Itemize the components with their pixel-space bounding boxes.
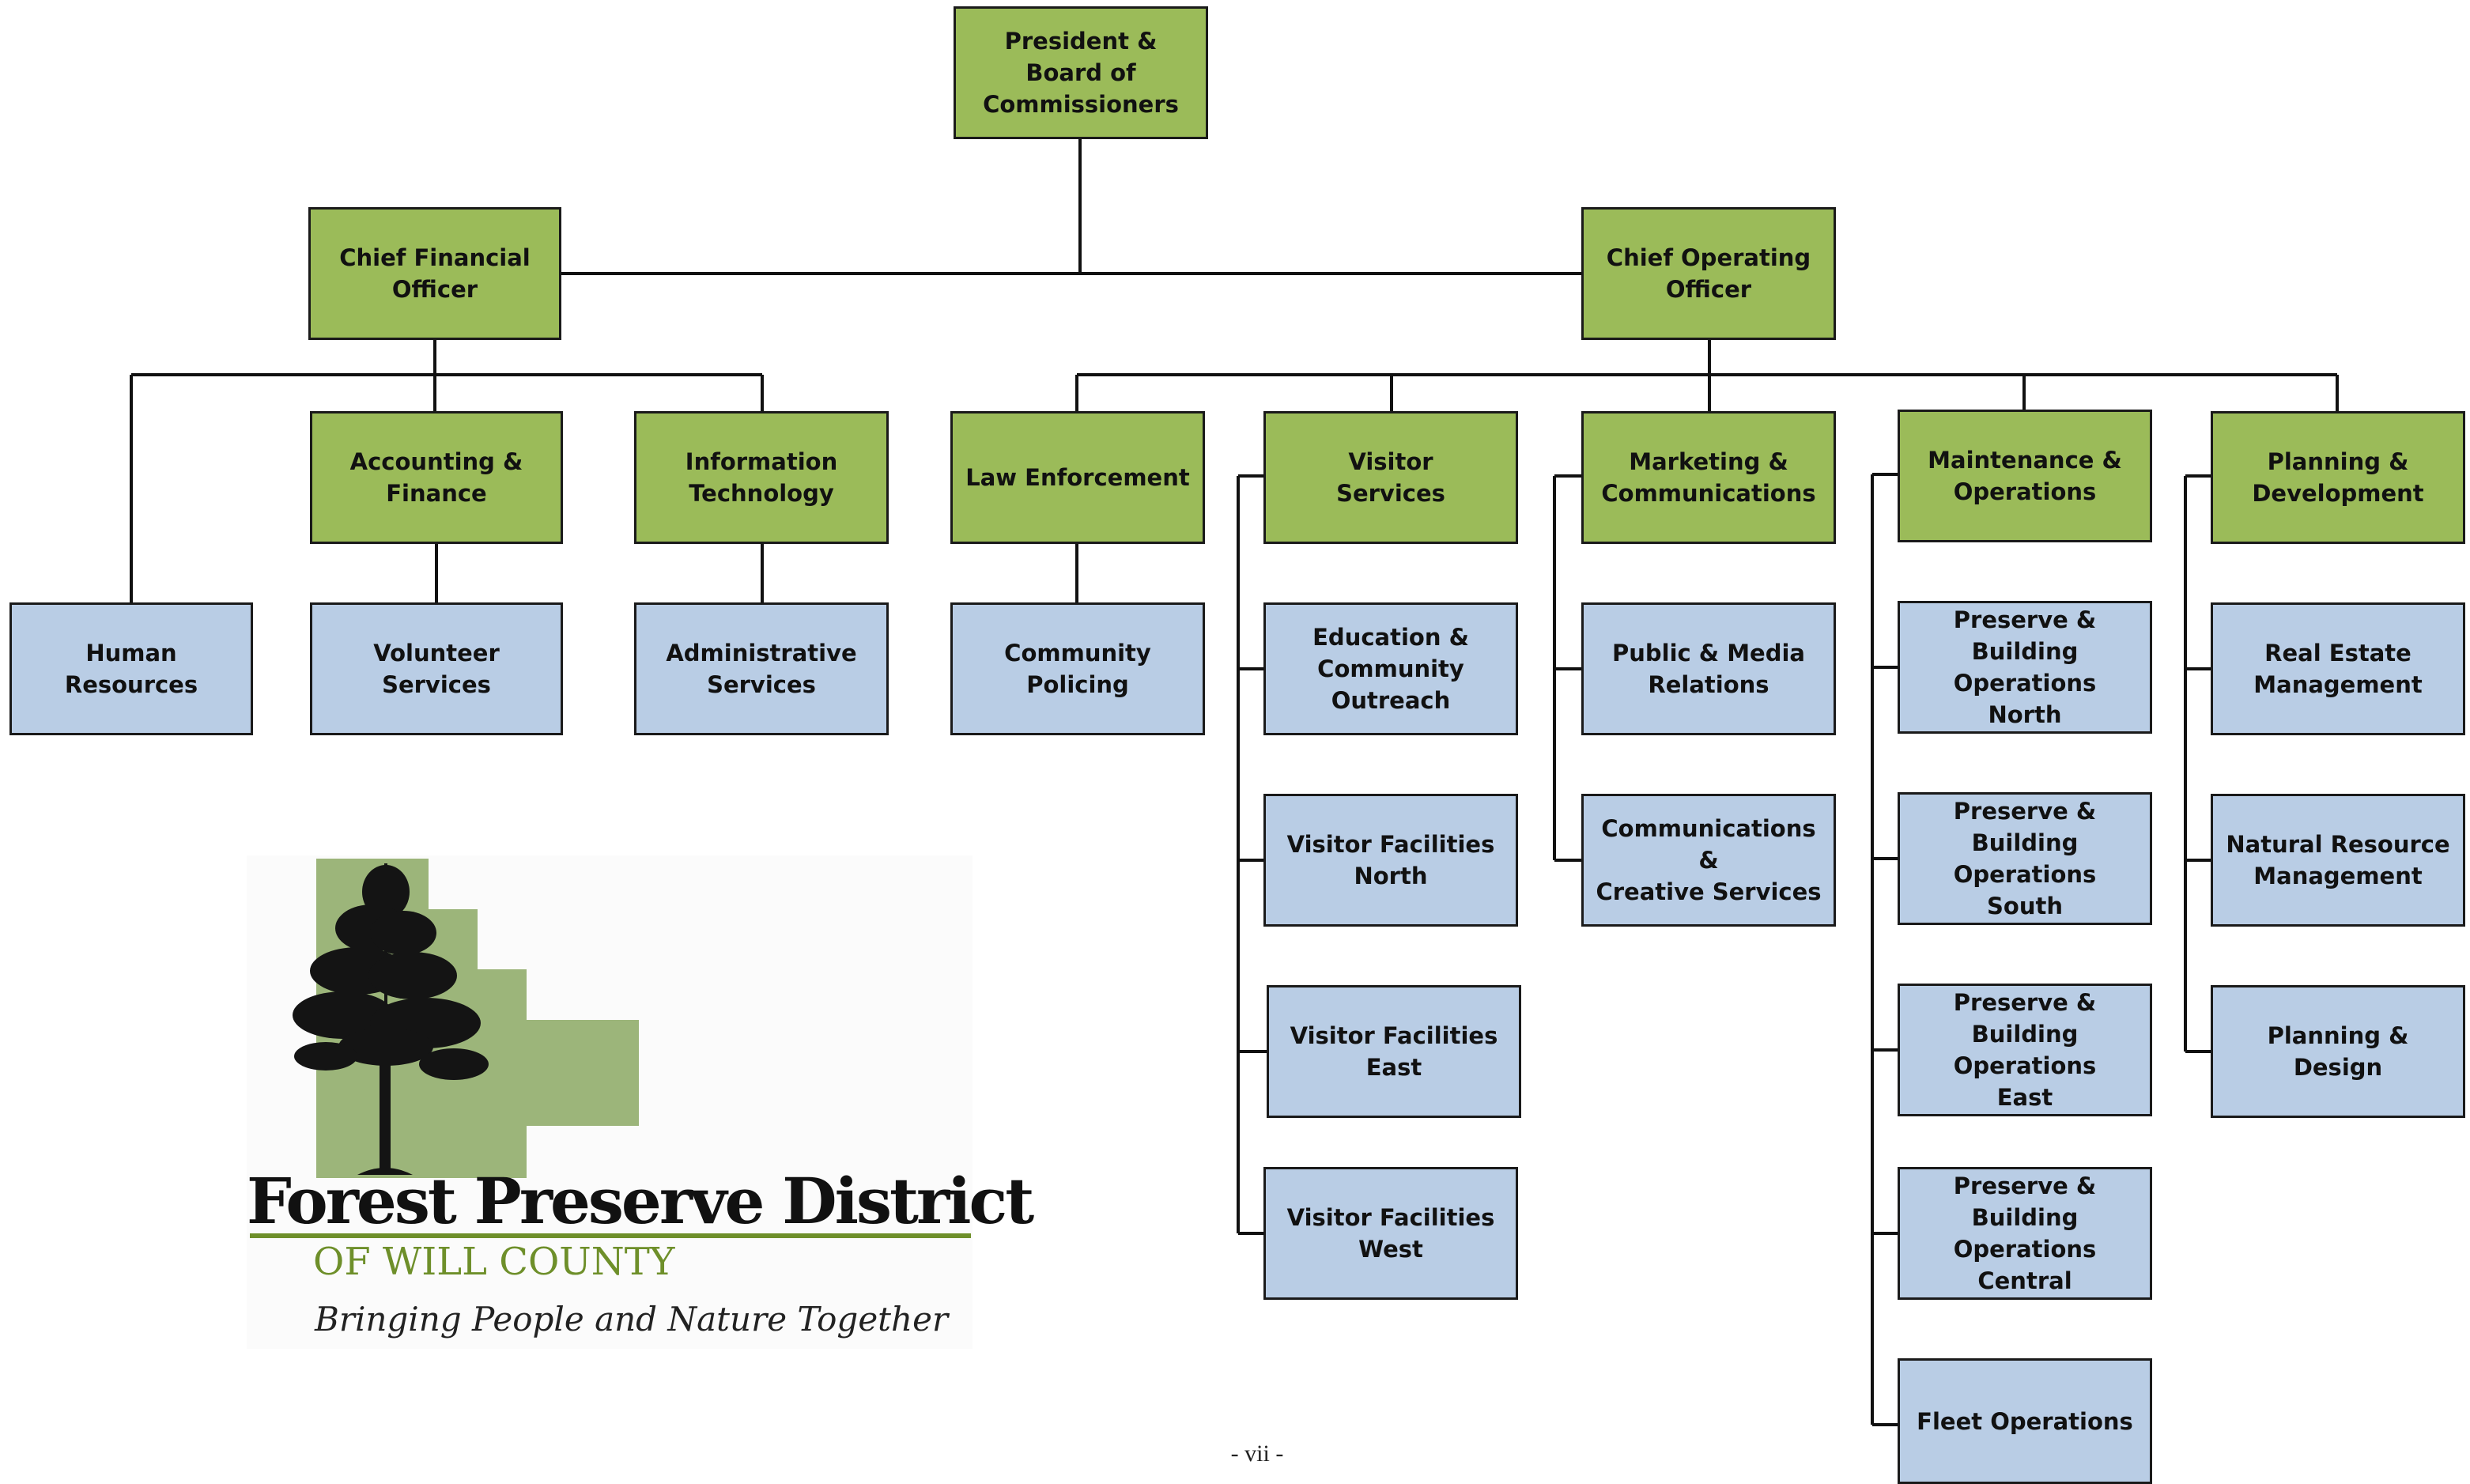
- box-preserve-building-operations-north: Preserve & Building Operations North: [1898, 601, 2152, 734]
- box-education-community-outreach: Education & Community Outreach: [1263, 602, 1518, 735]
- box-community-policing: Community Policing: [950, 602, 1205, 735]
- box-communications-creative-services: Communications & Creative Services: [1581, 794, 1836, 927]
- logo-county-name: OF WILL COUNTY: [313, 1240, 675, 1284]
- logo-district-name: Forest Preserve District: [247, 1164, 1034, 1238]
- box-visitor-facilities-north: Visitor Facilities North: [1263, 794, 1518, 927]
- box-preserve-building-operations-central: Preserve & Building Operations Central: [1898, 1167, 2152, 1300]
- forest-preserve-logo: Forest Preserve District OF WILL COUNTY …: [247, 855, 1034, 1349]
- box-volunteer-services: Volunteer Services: [310, 602, 563, 735]
- box-information-technology: Information Technology: [634, 411, 889, 544]
- box-law-enforcement: Law Enforcement: [950, 411, 1205, 544]
- logo-county-shape-step-4: [525, 1020, 639, 1126]
- box-real-estate-management: Real Estate Management: [2211, 602, 2465, 735]
- box-visitor-facilities-west: Visitor Facilities West: [1263, 1167, 1518, 1300]
- box-president: President & Board of Commissioners: [954, 6, 1208, 139]
- box-maintenance-operations: Maintenance & Operations: [1898, 410, 2152, 542]
- box-accounting-finance: Accounting & Finance: [310, 411, 563, 544]
- logo-county-shape-step-3: [476, 969, 527, 1178]
- box-fleet-operations: Fleet Operations: [1898, 1358, 2152, 1484]
- box-chief-financial-officer: Chief Financial Officer: [308, 207, 561, 340]
- box-planning-design: Planning & Design: [2211, 985, 2465, 1118]
- box-marketing-communications: Marketing & Communications: [1581, 411, 1836, 544]
- box-chief-operating-officer: Chief Operating Officer: [1581, 207, 1836, 340]
- box-visitor-services: Visitor Services: [1263, 411, 1518, 544]
- box-administrative-services: Administrative Services: [634, 602, 889, 735]
- logo-tagline: Bringing People and Nature Together: [315, 1300, 949, 1339]
- box-human-resources: Human Resources: [9, 602, 253, 735]
- box-public-media-relations: Public & Media Relations: [1581, 602, 1836, 735]
- tree-icon: [293, 863, 489, 1175]
- page-number: - vii -: [1230, 1441, 1284, 1467]
- box-preserve-building-operations-south: Preserve & Building Operations South: [1898, 792, 2152, 925]
- box-visitor-facilities-east: Visitor Facilities East: [1267, 985, 1521, 1118]
- box-preserve-building-operations-east: Preserve & Building Operations East: [1898, 984, 2152, 1116]
- logo-underline: [250, 1233, 971, 1238]
- box-planning-development: Planning & Development: [2211, 411, 2465, 544]
- box-natural-resource-management: Natural Resource Management: [2211, 794, 2465, 927]
